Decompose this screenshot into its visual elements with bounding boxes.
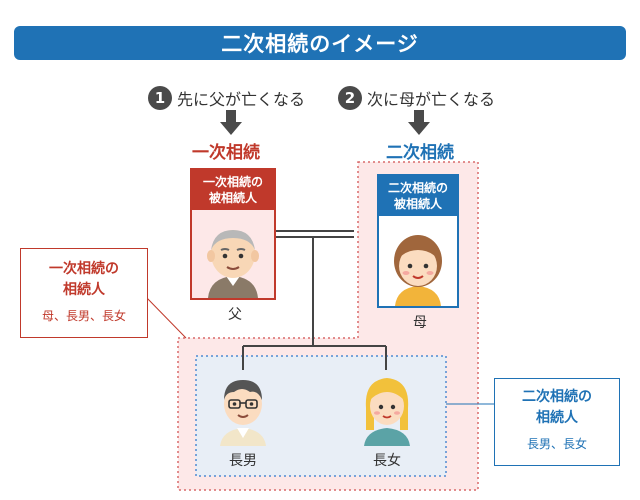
first-heirs-callout: 一次相続の 相続人 母、長男、長女: [20, 248, 148, 338]
step-1-text: 先に父が亡くなる: [177, 90, 306, 109]
father-avatar-icon: [207, 230, 259, 298]
eldest-son-label: 長男: [229, 453, 257, 469]
second-decedent-card: 二次相続の 被相続人: [377, 174, 459, 308]
eldest-daughter-avatar-icon: [364, 378, 410, 446]
father-label: 父: [228, 307, 242, 323]
step-2-text: 次に母が亡くなる: [367, 90, 496, 109]
down-arrow-icon: [408, 110, 430, 135]
eldest-daughter-label: 長女: [373, 453, 401, 469]
step-number-1: 1: [148, 86, 172, 110]
second-heirs-title: 二次相続の 相続人: [522, 389, 592, 426]
eldest-son-avatar-icon: [220, 380, 266, 446]
step-2: 2 次に母が亡くなる: [338, 86, 495, 110]
first-heirs-title: 一次相続の 相続人: [49, 261, 119, 298]
page-title: 二次相続のイメージ: [14, 26, 626, 60]
second-inheritance-label: 二次相続: [386, 143, 454, 163]
step-1: 1 先に父が亡くなる: [148, 86, 305, 110]
second-decedent-title: 二次相続の 被相続人: [379, 176, 457, 216]
mother-label: 母: [413, 315, 427, 331]
down-arrow-icon: [220, 110, 242, 135]
first-inheritance-label: 一次相続: [192, 143, 260, 163]
first-decedent-title: 一次相続の 被相続人: [192, 170, 274, 210]
first-heirs-list: 母、長男、長女: [41, 309, 126, 323]
second-heirs-callout: 二次相続の 相続人 長男、長女: [494, 378, 620, 466]
mother-avatar-icon: [394, 235, 442, 306]
step-number-2: 2: [338, 86, 362, 110]
second-heirs-list: 長男、長女: [526, 437, 587, 451]
first-decedent-card: 一次相続の 被相続人: [190, 168, 276, 300]
